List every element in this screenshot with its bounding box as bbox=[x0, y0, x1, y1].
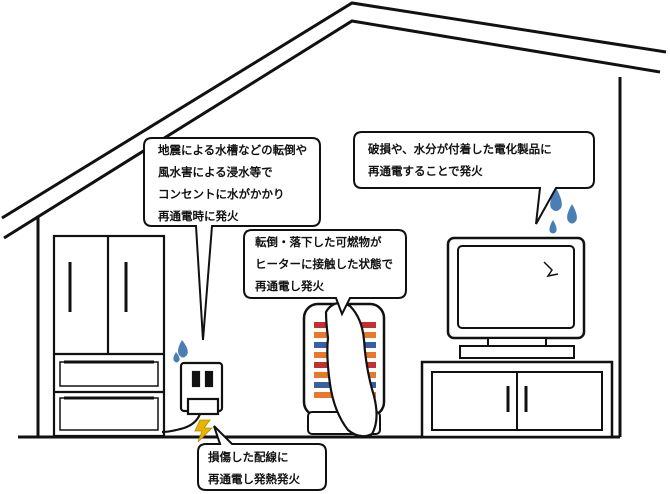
callout-wiring: 損傷した配線に 再通電し発熱発火 bbox=[208, 446, 300, 490]
wall-outlet bbox=[161, 361, 224, 434]
callout-line: 再通電し発火 bbox=[255, 279, 324, 293]
callout-line: コンセントに水がかかり bbox=[158, 187, 285, 201]
electric-heater bbox=[302, 301, 386, 438]
water-drop bbox=[549, 188, 577, 234]
callout-earthquake: 地震による水槽などの転倒や 風水害による浸水等で コンセントに水がかかり 再通電… bbox=[158, 139, 307, 227]
callout-electronics: 破損や、水分が付着した電化製品に 再通電することで発火 bbox=[368, 138, 552, 182]
callout-line: 転倒・落下した可燃物が bbox=[255, 235, 382, 249]
spark bbox=[194, 419, 213, 443]
water-drop bbox=[173, 340, 188, 363]
callout-line: 破損や、水分が付着した電化製品に bbox=[368, 142, 552, 156]
callout-line: ヒーターに接触した状態で bbox=[255, 257, 393, 271]
refrigerator bbox=[52, 234, 166, 438]
callout-line: 再通電し発熱発火 bbox=[208, 472, 300, 486]
tv-cabinet bbox=[420, 360, 614, 439]
callout-line: 地震による水槽などの転倒や bbox=[158, 143, 308, 157]
callout-heater: 転倒・落下した可燃物が ヒーターに接触した状態で 再通電し発火 bbox=[255, 231, 393, 297]
callout-line: 再通電することで発火 bbox=[368, 164, 483, 178]
callout-line: 風水害による浸水等で bbox=[158, 165, 273, 179]
callout-bubbles bbox=[143, 131, 595, 491]
callout-line: 損傷した配線に bbox=[208, 450, 289, 464]
television bbox=[446, 236, 586, 359]
callout-line: 再通電時に発火 bbox=[158, 209, 239, 223]
